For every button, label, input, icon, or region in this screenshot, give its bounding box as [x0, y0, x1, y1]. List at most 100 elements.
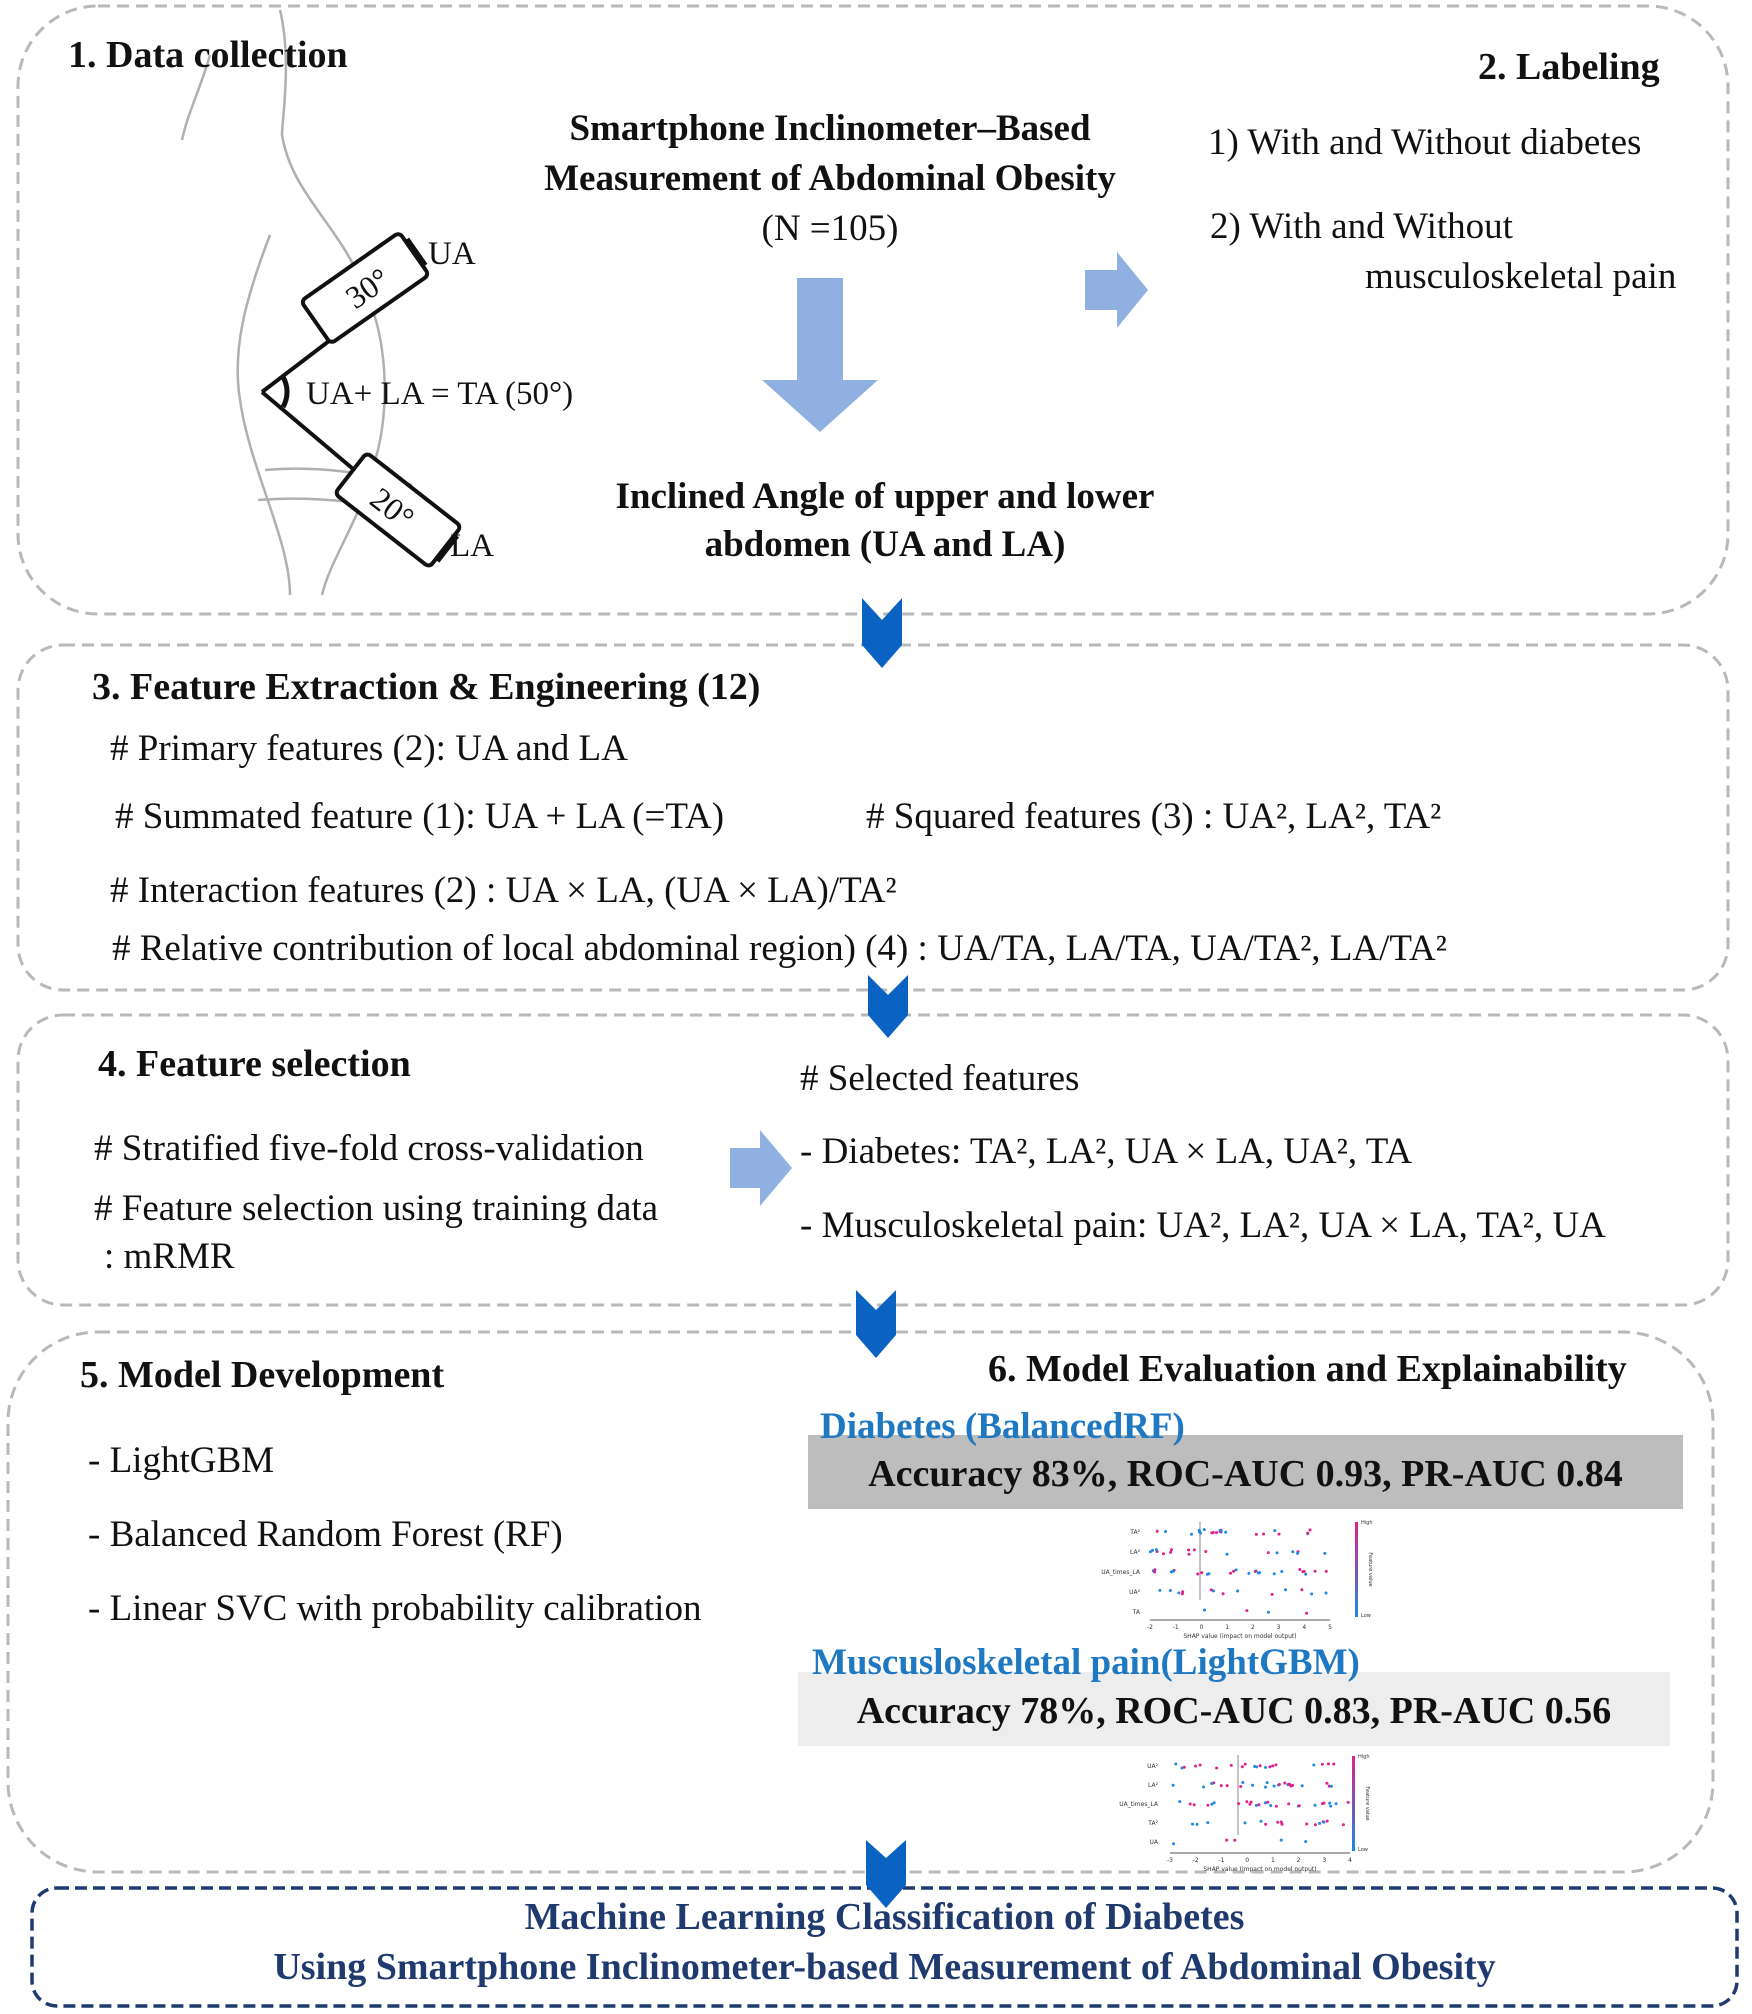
- shap-point: [1245, 1609, 1249, 1613]
- shap-point: [1215, 1766, 1219, 1770]
- shap-tick-label: 2: [1251, 1624, 1255, 1631]
- shap-point: [1280, 1570, 1284, 1573]
- shap-point: [1155, 1548, 1158, 1552]
- diabetes-metrics-bar: [808, 1435, 1683, 1509]
- shap-point: [1168, 1589, 1172, 1592]
- shap-point: [1274, 1763, 1278, 1767]
- shap-colorbar-low: Low: [1361, 1613, 1371, 1619]
- shap-point: [1253, 1570, 1257, 1573]
- shap-point: [1326, 1762, 1330, 1766]
- shap-point: [1171, 1569, 1175, 1573]
- shap-point: [1297, 1804, 1301, 1808]
- shap-point: [1243, 1762, 1247, 1766]
- shap-point: [1162, 1552, 1165, 1556]
- shap-point: [1249, 1800, 1253, 1804]
- summated-feature: # Summated feature (1): UA + LA (=TA): [115, 796, 725, 837]
- shap-point: [1271, 1764, 1275, 1768]
- shap-point: [1259, 1819, 1263, 1823]
- shap-point: [1306, 1531, 1310, 1535]
- shap-point: [1225, 1552, 1229, 1556]
- shap-point: [1264, 1785, 1267, 1789]
- shap-point: [1291, 1783, 1295, 1787]
- shap-point: [1251, 1783, 1255, 1787]
- shap-point: [1202, 1528, 1206, 1532]
- shap-point: [1305, 1822, 1309, 1826]
- shap-tick-label: 0: [1245, 1857, 1249, 1864]
- section1-title: 1. Data collection: [68, 34, 348, 76]
- shap-point: [1200, 1571, 1204, 1575]
- shap-tick-label: -1: [1173, 1624, 1179, 1631]
- shap-point: [1302, 1570, 1306, 1573]
- shap-point: [1266, 1610, 1270, 1614]
- shap-point: [1323, 1551, 1327, 1555]
- section6-title: 6. Model Evaluation and Explainability: [988, 1348, 1627, 1390]
- shap-point: [1209, 1588, 1213, 1592]
- shap-point: [1273, 1529, 1277, 1533]
- shap-point: [1272, 1572, 1276, 1576]
- labeling-item2-line2: musculoskeletal pain: [1365, 256, 1677, 297]
- right-arrow-2: [730, 1130, 792, 1206]
- shap-point: [1266, 1800, 1270, 1804]
- shap-point: [1153, 1570, 1157, 1574]
- shap-point: [1298, 1568, 1302, 1571]
- shap-point: [1232, 1569, 1236, 1573]
- shap-point: [1206, 1821, 1210, 1825]
- shap-point: [1205, 1572, 1209, 1576]
- shap-point: [1248, 1802, 1252, 1806]
- shap-point: [1233, 1838, 1237, 1842]
- shap-tick-label: 0: [1200, 1624, 1204, 1631]
- shap-point: [1320, 1762, 1324, 1766]
- shap-point: [1151, 1548, 1154, 1552]
- shap-point: [1169, 1550, 1173, 1554]
- chevron-arrow-2: [868, 975, 908, 1038]
- labeling-item1: 1) With and Without diabetes: [1208, 122, 1642, 163]
- shap-point: [1225, 1838, 1229, 1842]
- shap-feature-label: LA²: [1130, 1549, 1141, 1556]
- shap-point: [1279, 1838, 1283, 1842]
- shap-tick-label: 1: [1271, 1857, 1275, 1864]
- shap-point: [1174, 1762, 1178, 1766]
- selected-diabetes: - Diabetes: TA², LA², UA × LA, UA², TA: [800, 1131, 1413, 1172]
- shap-tick-label: 4: [1348, 1857, 1352, 1864]
- final-box: [30, 1886, 1739, 2008]
- shap-point: [1264, 1822, 1268, 1826]
- shap-point: [1275, 1551, 1279, 1555]
- shap-point: [1212, 1801, 1216, 1805]
- shap-point: [1202, 1785, 1206, 1789]
- shap-point: [1218, 1528, 1222, 1532]
- shap-point: [1192, 1548, 1196, 1552]
- shap-point: [1180, 1592, 1184, 1596]
- shap-point: [1197, 1528, 1201, 1532]
- ua-label: UA: [428, 236, 476, 272]
- chevron-arrow-4: [866, 1840, 906, 1908]
- shap-point: [1310, 1592, 1314, 1596]
- shap-feature-label: TA²: [1129, 1529, 1140, 1536]
- shap-point: [1155, 1529, 1159, 1533]
- shap-point: [1254, 1803, 1258, 1807]
- shap-point: [1288, 1783, 1292, 1787]
- shap-point: [1224, 1530, 1228, 1534]
- shap-point: [1254, 1532, 1258, 1536]
- shap-feature-label: LA²: [1148, 1782, 1159, 1789]
- section5-title: 5. Model Development: [80, 1354, 445, 1396]
- shap-point: [1210, 1782, 1214, 1785]
- shap-point: [1334, 1802, 1338, 1806]
- shap-point: [1240, 1765, 1244, 1769]
- shap-point: [1241, 1781, 1245, 1784]
- section1-result-line1: Inclined Angle of upper and lower: [615, 476, 1155, 517]
- shap-tick-label: 4: [1302, 1624, 1306, 1631]
- squared-features: # Squared features (3) : UA², LA², TA²: [866, 796, 1442, 837]
- shap-colorbar: [1352, 1756, 1355, 1851]
- lower-phone: [334, 452, 462, 568]
- upper-phone: [300, 232, 430, 344]
- shap-point: [1262, 1532, 1266, 1536]
- shap-point: [1312, 1763, 1316, 1767]
- shap-feature-label: TA²: [1147, 1820, 1158, 1827]
- shap-point: [1196, 1572, 1200, 1576]
- shap-tick-label: 1: [1225, 1624, 1229, 1631]
- shap-point: [1277, 1783, 1281, 1786]
- shap-feature-label: UA: [1150, 1839, 1159, 1846]
